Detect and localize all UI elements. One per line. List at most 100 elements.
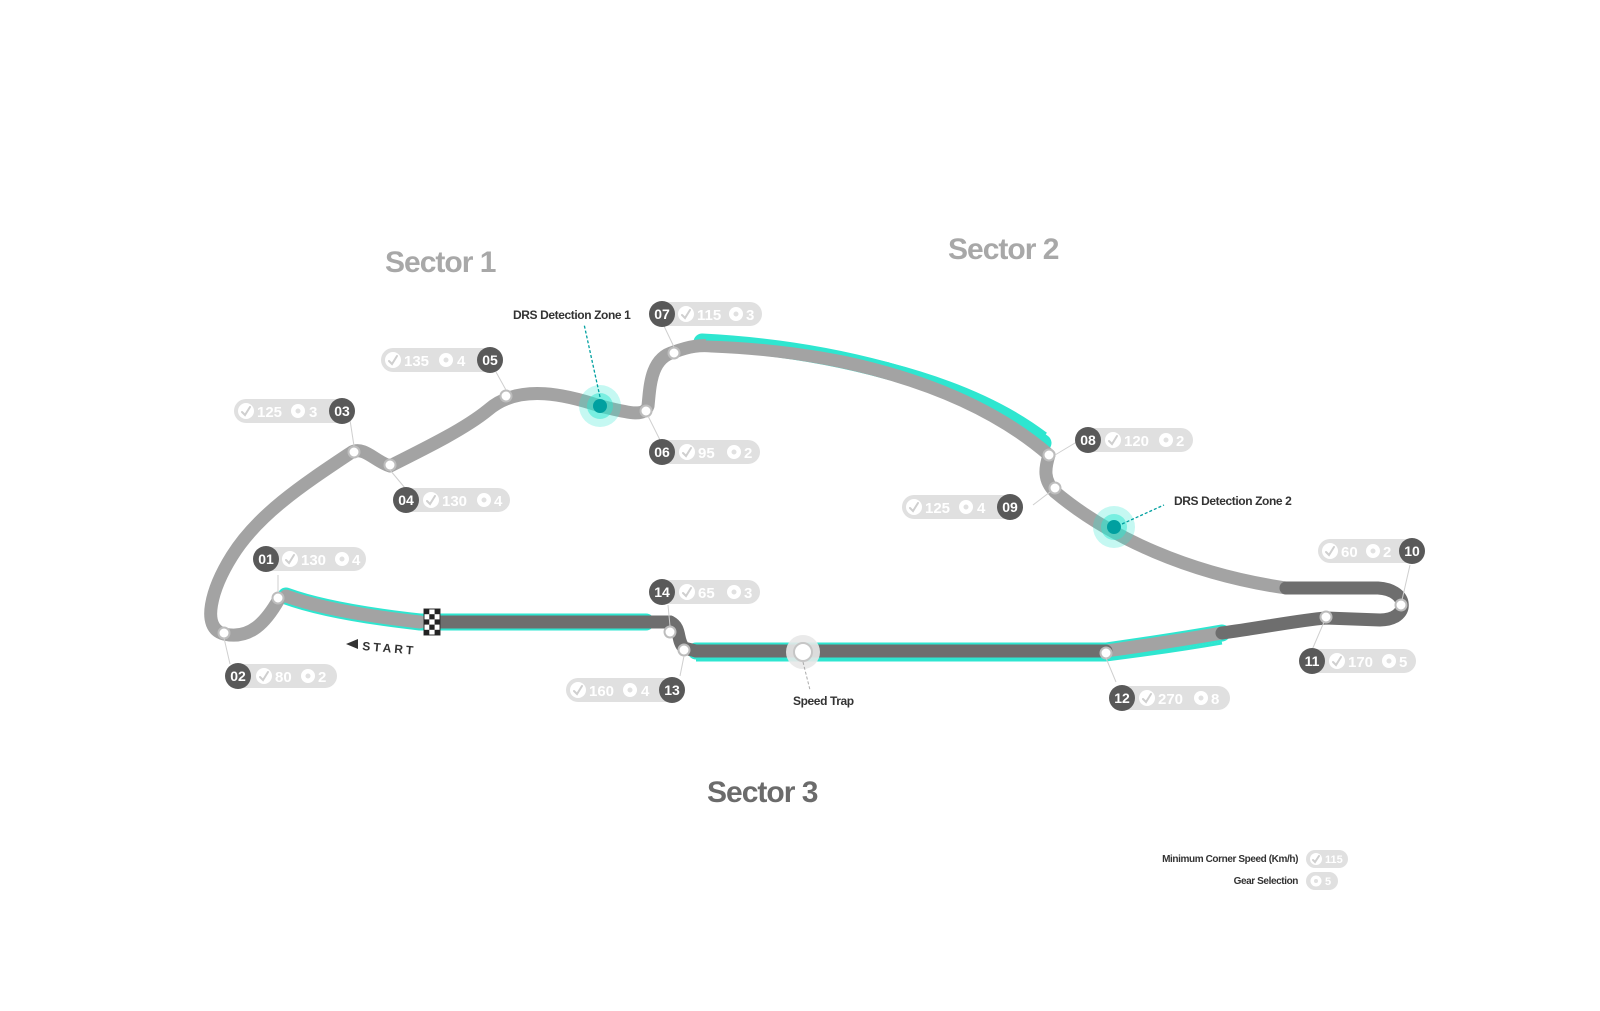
corner-chip-14: 14 65 3 [649,579,760,605]
gear-icon [1366,544,1380,558]
speed-icon [1329,653,1345,669]
turn-number: 14 [654,584,670,600]
speed-value: 95 [698,445,715,462]
corner-node-12 [1099,646,1113,660]
speed-value: 135 [404,353,429,370]
speed-icon [1322,543,1338,559]
speed-value: 130 [442,493,467,510]
gear-value: 2 [1383,544,1391,561]
speed-icon [1105,432,1121,448]
gear-value: 2 [744,445,752,462]
speed-icon [570,682,586,698]
legend-speed-example: 115 [1325,854,1343,866]
speed-value: 125 [925,500,950,517]
turn-number: 08 [1080,432,1096,448]
corner-node-03 [347,445,361,459]
start-text: START [362,639,417,658]
speed-icon [256,668,272,684]
speed-trap: Speed Trap [786,635,854,708]
start-label: START [346,639,417,658]
corner-chip-08: 08 120 2 [1075,427,1193,453]
turn-number: 04 [398,492,414,508]
corner-chip-04: 04 130 4 [393,487,510,513]
speed-value: 170 [1348,654,1373,671]
corner-node-04 [383,458,397,472]
gear-icon [477,493,491,507]
gear-icon [727,445,741,459]
legend-gear-label: Gear Selection [1234,876,1299,887]
corner-chip-02: 02 80 2 [225,663,337,689]
speed-icon [423,492,439,508]
turn-number: 09 [1002,499,1018,515]
corner-node-02 [217,626,231,640]
gear-icon [729,307,743,321]
speed-value: 270 [1158,691,1183,708]
speed-value: 65 [698,585,715,602]
corner-chip-03: 125 3 03 [234,398,355,424]
corner-chip-13: 160 4 13 [566,677,685,703]
speed-value: 60 [1341,544,1358,561]
speed-value: 80 [275,669,292,686]
speed-icon [679,584,695,600]
turn-number: 12 [1114,690,1130,706]
corner-nodes [217,346,1408,660]
speed-value: 130 [301,552,326,569]
turn-number: 05 [482,352,498,368]
corner-chip-10: 60 2 10 [1318,538,1425,564]
speed-value: 115 [697,307,721,324]
speed-icon [679,444,695,460]
start-finish-line [423,608,441,636]
corner-chip-06: 06 95 2 [649,439,760,465]
gear-icon [335,552,349,566]
gear-value: 4 [352,552,361,569]
corner-node-11 [1319,610,1333,624]
corner-chip-12: 12 270 8 [1109,685,1230,711]
gear-value: 4 [641,683,650,700]
drs-detection-2: DRS Detection Zone 2 [1093,494,1292,548]
gear-icon [1382,654,1396,668]
drs-edge-back [705,337,1047,436]
gear-value: 3 [309,404,317,421]
legend: Minimum Corner Speed (Km/h) 115 Gear Sel… [1162,850,1348,890]
drs-edge-main [696,641,1223,662]
gear-icon [291,404,305,418]
drs-detection-1: DRS Detection Zone 1 [513,308,631,427]
corner-node-13 [677,643,691,657]
corner-chip-09: 125 4 09 [902,494,1023,520]
speed-trap-label: Speed Trap [793,694,854,708]
turn-number: 01 [258,551,274,567]
speed-value: 120 [1124,433,1149,450]
corner-node-09 [1048,481,1062,495]
gear-value: 2 [318,669,326,686]
speed-icon [238,403,254,419]
sector-3-title: Sector 3 [707,776,818,809]
corner-node-07 [667,346,681,360]
corner-chip-01: 01 130 4 [253,546,366,572]
track-dark [423,581,1409,658]
turn-number: 13 [664,682,680,698]
legend-gear-example: 5 [1325,876,1331,888]
corner-node-10 [1394,598,1408,612]
turn-number: 11 [1305,653,1320,669]
speed-icon [282,551,298,567]
gear-icon [439,353,453,367]
drs-detection-1-label: DRS Detection Zone 1 [513,308,631,322]
drs-zone-back-straight [693,333,1052,452]
turn-number: 10 [1404,543,1420,559]
legend-speed-label: Minimum Corner Speed (Km/h) [1162,854,1298,865]
speed-icon [906,499,922,515]
speed-value: 125 [257,404,282,421]
gear-value: 3 [744,585,752,602]
corner-node-05 [499,389,513,403]
speed-icon [1139,690,1155,706]
track-hairpin [1215,581,1409,640]
corner-chip-07: 07 115 3 [649,301,762,327]
corner-chip-11: 11 170 5 [1299,648,1416,674]
gear-icon [959,500,973,514]
corner-node-08 [1042,448,1056,462]
track-sector-2 [667,339,1293,595]
corner-chip-05: 135 4 05 [381,347,503,373]
drs-edge-lines [696,337,1223,662]
turn-number: 03 [334,403,350,419]
